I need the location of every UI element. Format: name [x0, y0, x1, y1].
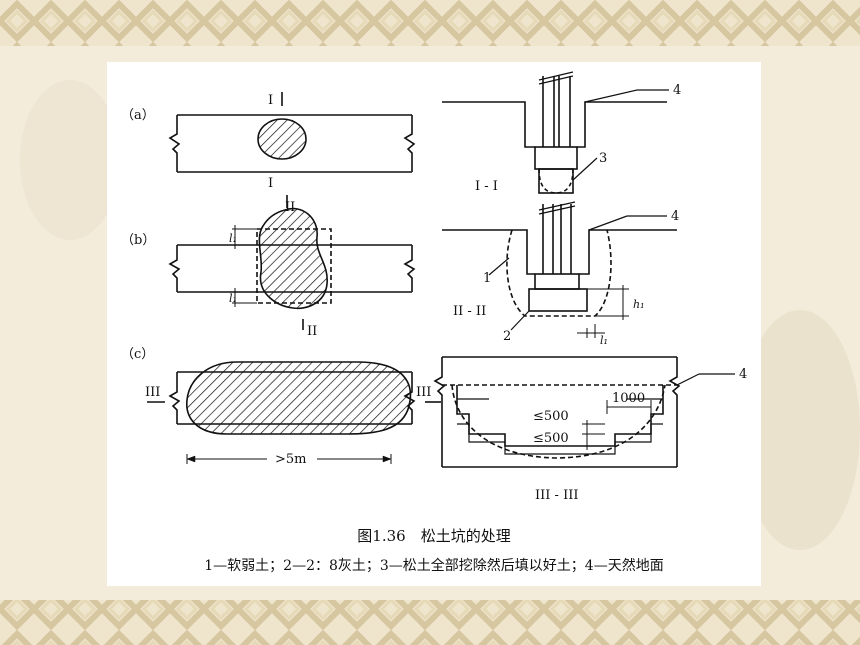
- section-b: [442, 201, 677, 338]
- section-a: [442, 71, 669, 194]
- figure-legend: 1—软弱土；2—2：8灰土；3—松土全部挖除然后填以好土；4—天然地面: [204, 558, 664, 574]
- dim-h1: h₁: [633, 298, 645, 311]
- panel-a-label: （a）: [121, 108, 155, 123]
- callout-4-a: 4: [673, 83, 681, 98]
- callout-3: 3: [599, 151, 607, 166]
- figure-drawing: （a） （b） （c） I I I - I II II II - II l₁ l…: [121, 71, 747, 503]
- step-height-label-2: ≤500: [533, 431, 569, 446]
- top-border: [0, 0, 860, 46]
- figure-panel: （a） （b） （c） I I I - I II II II - II l₁ l…: [107, 62, 761, 586]
- step-width-label: 1000: [612, 391, 645, 406]
- callout-1: 1: [483, 271, 491, 286]
- section-title-a: I - I: [475, 179, 498, 194]
- dim-l1-bottom: l₁: [229, 292, 237, 305]
- plan-a: [168, 92, 416, 173]
- section-mark-b-bottom: II: [307, 324, 317, 339]
- soft-soil-zone-a: [257, 118, 307, 160]
- dim-l1-top: l₁: [229, 232, 237, 245]
- soft-soil-zone-b: [258, 207, 328, 310]
- section-title-b: II - II: [453, 304, 486, 319]
- callout-4-b: 4: [671, 209, 679, 224]
- dim-l1-section: l₁: [600, 334, 608, 347]
- section-mark-b-top: II: [285, 200, 295, 215]
- panel-c-label: （c）: [121, 347, 154, 362]
- bottom-border: [0, 600, 860, 645]
- soft-soil-zone-c: [186, 361, 412, 435]
- step-height-label-1: ≤500: [533, 409, 569, 424]
- section-mark-a-top: I: [268, 93, 273, 108]
- section-mark-a-bottom: I: [268, 176, 273, 191]
- section-c: [433, 356, 735, 468]
- callout-4-c: 4: [739, 367, 747, 382]
- section-mark-c-right: III: [416, 385, 431, 400]
- panel-b-label: （b）: [121, 233, 155, 248]
- plan-c: [147, 361, 441, 464]
- plan-b: [168, 195, 416, 330]
- callout-2: 2: [503, 329, 511, 344]
- figure-title: 图1.36 松土坑的处理: [357, 527, 511, 545]
- section-title-c: III - III: [535, 488, 578, 503]
- section-mark-c-left: III: [145, 385, 160, 400]
- width-dim-label: >5m: [275, 452, 307, 467]
